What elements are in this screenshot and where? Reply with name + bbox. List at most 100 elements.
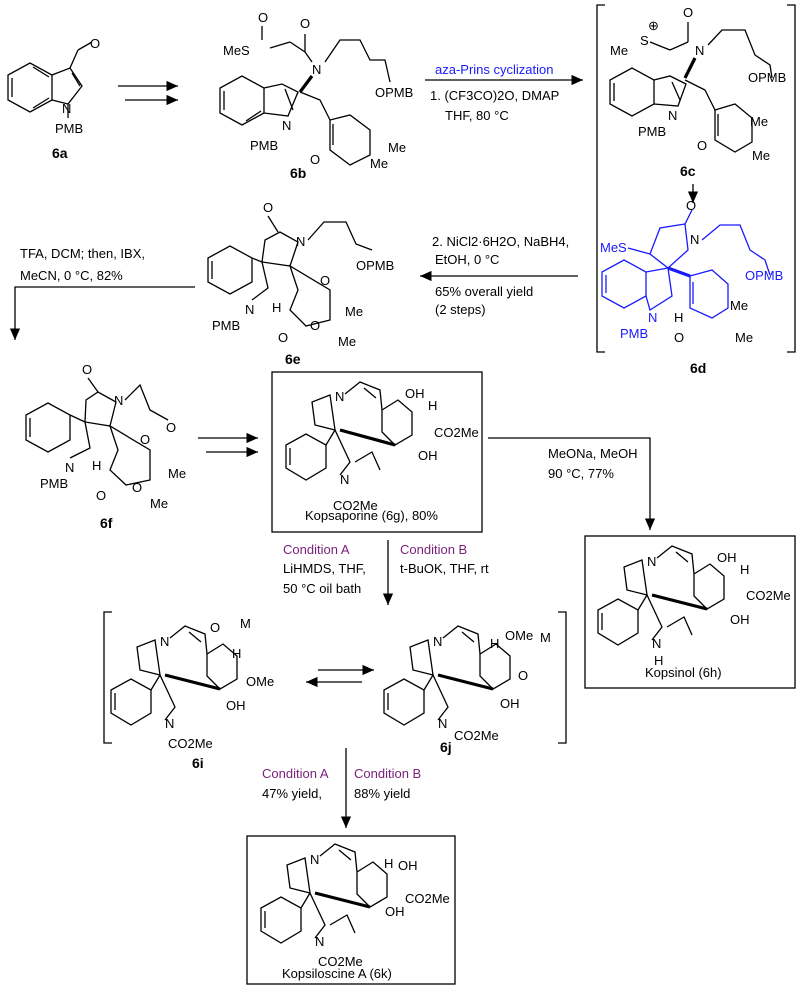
compound-label-6b: 6b [290,165,306,181]
svg-text:O: O [686,198,696,213]
svg-text:H: H [232,646,241,661]
svg-text:OH: OH [385,904,405,919]
svg-text:O: O [320,273,330,288]
svg-text:CO2Me: CO2Me [746,588,791,603]
step3-line1: TFA, DCM; then, IBX, [20,246,145,261]
svg-text:N: N [312,62,321,77]
svg-text:N: N [340,472,349,487]
step3-line2: MeCN, 0 °C, 82% [20,268,123,283]
compound-label-6e: 6e [285,351,301,367]
box-kopsiloscine [246,835,456,985]
svg-text:Me: Me [370,156,388,171]
svg-text:PMB: PMB [638,124,666,139]
svg-text:N: N [160,634,169,649]
svg-text:O: O [518,668,528,683]
product-label-kopsaporine: Kopsaporine (6g), 80% [305,508,438,523]
svg-text:Me: Me [735,330,753,345]
svg-text:H: H [654,653,663,668]
compound-label-6a: 6a [52,145,68,161]
svg-text:O: O [674,330,684,345]
svg-text:OMe: OMe [505,628,533,643]
product-label-kopsiloscine: Kopsiloscine A (6k) [282,966,392,981]
svg-text:H: H [272,300,281,315]
svg-text:MeS: MeS [223,43,250,58]
svg-text:N: N [695,43,704,58]
step1-title: aza-Prins cyclization [435,62,554,77]
svg-text:MeS: MeS [600,240,627,255]
svg-text:O: O [300,16,310,31]
svg-text:PMB: PMB [250,138,278,153]
svg-text:N: N [245,302,254,317]
svg-text:O: O [310,318,320,333]
bracket-right [787,4,796,353]
step4-line1: MeONa, MeOH [548,446,638,461]
svg-text:Me: Me [730,298,748,313]
bracket-left [596,4,605,353]
svg-text:CO2Me: CO2Me [434,425,479,440]
condA-line2: 50 °C oil bath [283,581,361,596]
svg-text:Me: Me [388,140,406,155]
svg-text:N: N [647,554,656,569]
svg-text:N: N [438,716,447,731]
svg-text:H: H [384,856,393,871]
step4-line2: 90 °C, 77% [548,466,614,481]
svg-text:Me: Me [610,43,628,58]
compound-label-6i: 6i [192,755,204,771]
svg-text:H: H [92,458,101,473]
svg-text:M: M [240,616,251,631]
compound-6k-structure: N H OH CO2Me OH N CO2Me [260,843,450,969]
svg-text:H: H [490,636,499,651]
svg-text:Me: Me [750,114,768,129]
atom-o: O [90,36,100,51]
compound-6e-structure: O N OPMB N PMB H O O O Me Me [207,200,394,349]
svg-text:PMB: PMB [40,476,68,491]
svg-text:O: O [278,330,288,345]
compound-label-6f: 6f [100,515,113,531]
bracket-6ij-left [103,611,112,744]
condA-line1: LiHMDS, THF, [283,561,366,576]
compound-6c-structure: ⊕ S Me O N OPMB N PMB O Me Me [609,5,786,163]
svg-text:OPMB: OPMB [745,268,783,283]
svg-text:O: O [310,152,320,167]
step2-line2: EtOH, 0 °C [435,252,499,267]
yieldA-line1: 47% yield, [262,786,322,801]
svg-text:Me: Me [168,466,186,481]
svg-text:N: N [648,310,657,325]
svg-text:O: O [210,620,220,635]
compound-label-6j: 6j [440,739,452,755]
step2-line1: 2. NiCl2·6H2O, NaBH4, [432,234,569,249]
svg-text:N: N [296,234,305,249]
svg-text:N: N [690,232,699,247]
svg-text:H: H [740,562,749,577]
compound-label-6c: 6c [680,163,696,179]
box-kopsinol [584,535,796,689]
bracket-6ij-right [558,611,567,744]
compound-label-6d: 6d [690,360,706,376]
svg-text:OH: OH [405,386,425,401]
svg-text:H: H [674,310,683,325]
svg-text:N: N [165,716,174,731]
atom-n: N [62,101,71,116]
compound-6g-structure: N OH H CO2Me OH N CO2Me [285,381,479,513]
compound-6i-structure: N O M H OMe OH N CO2Me [110,616,274,751]
svg-text:CO2Me: CO2Me [168,736,213,751]
svg-text:OPMB: OPMB [748,70,786,85]
svg-text:O: O [96,488,106,503]
step2-line4: (2 steps) [435,302,486,317]
svg-text:Me: Me [150,496,168,511]
svg-text:OH: OH [226,698,246,713]
svg-text:O: O [82,362,92,377]
svg-text:N: N [310,852,319,867]
step2-line3: 65% overall yield [435,284,533,299]
svg-text:O: O [132,480,142,495]
svg-text:CO2Me: CO2Me [454,728,499,743]
svg-text:OPMB: OPMB [375,85,413,100]
yieldB-line1: 88% yield [354,786,410,801]
atom-pmb: PMB [55,121,83,136]
compound-6f-structure: O N O N PMB H O O O Me Me [25,362,186,511]
svg-text:O: O [140,432,150,447]
condB-line1: t-BuOK, THF, rt [400,561,489,576]
svg-text:N: N [433,634,442,649]
box-kopsaporine [271,371,483,533]
svg-text:OH: OH [500,696,520,711]
